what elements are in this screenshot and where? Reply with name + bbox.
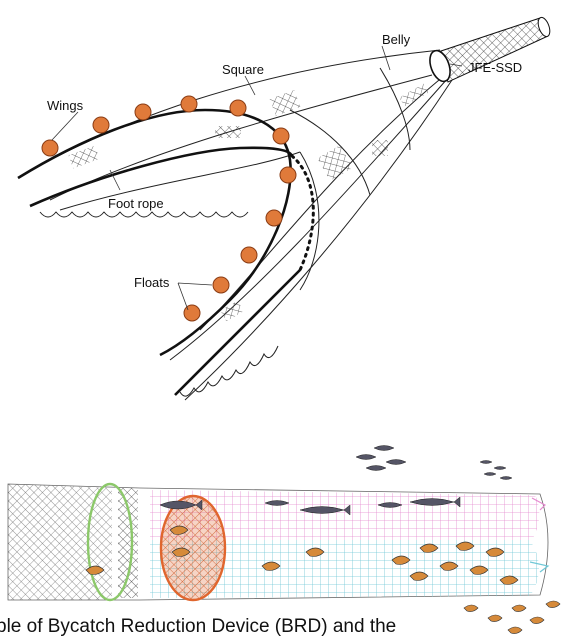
escaping-fish <box>480 461 492 464</box>
float <box>42 140 58 156</box>
float <box>273 128 289 144</box>
float <box>266 210 282 226</box>
shrimp <box>464 605 478 612</box>
jfe-ssd-label: JFE-SSD <box>468 60 522 75</box>
shrimp <box>546 601 560 608</box>
wings-leader <box>52 112 78 140</box>
belly-leader <box>382 46 390 70</box>
floats-label: Floats <box>134 275 170 290</box>
escape-panel-tint <box>161 496 225 600</box>
figure-caption: ple of Bycatch Reduction Device (BRD) an… <box>0 616 396 637</box>
escaping-fish <box>500 477 512 480</box>
shrimp <box>508 627 522 634</box>
float <box>280 167 296 183</box>
foot-chain-2 <box>180 346 278 396</box>
square-leader <box>245 76 255 95</box>
mesh-patch <box>399 84 428 107</box>
float <box>135 104 151 120</box>
shrimp <box>488 615 502 622</box>
square-label: Square <box>222 62 264 77</box>
float <box>93 117 109 133</box>
mesh-patch <box>317 145 353 181</box>
foot-chain <box>40 212 248 217</box>
float <box>181 96 197 112</box>
wings-label: Wings <box>47 98 84 113</box>
shrimp <box>512 605 526 612</box>
escaping-fish <box>356 455 376 460</box>
float <box>213 277 229 293</box>
mesh-patch <box>220 301 243 321</box>
float <box>184 305 200 321</box>
escaping-fish <box>386 460 406 465</box>
foot-rope-label: Foot rope <box>108 196 164 211</box>
escaping-fish <box>366 466 386 471</box>
escaping-fish <box>484 473 496 476</box>
float <box>241 247 257 263</box>
escaping-fish <box>494 467 506 470</box>
trawl-net: Belly Square Wings JFE-SSD Foot rope Flo… <box>18 16 552 400</box>
belly-label: Belly <box>382 32 411 47</box>
float <box>230 100 246 116</box>
shrimp <box>530 617 544 624</box>
mesh-patch <box>215 126 241 138</box>
mesh-patch <box>372 140 388 156</box>
brd-diagram <box>8 446 560 634</box>
front-mesh-section <box>8 484 112 600</box>
escaping-fish <box>374 446 394 451</box>
